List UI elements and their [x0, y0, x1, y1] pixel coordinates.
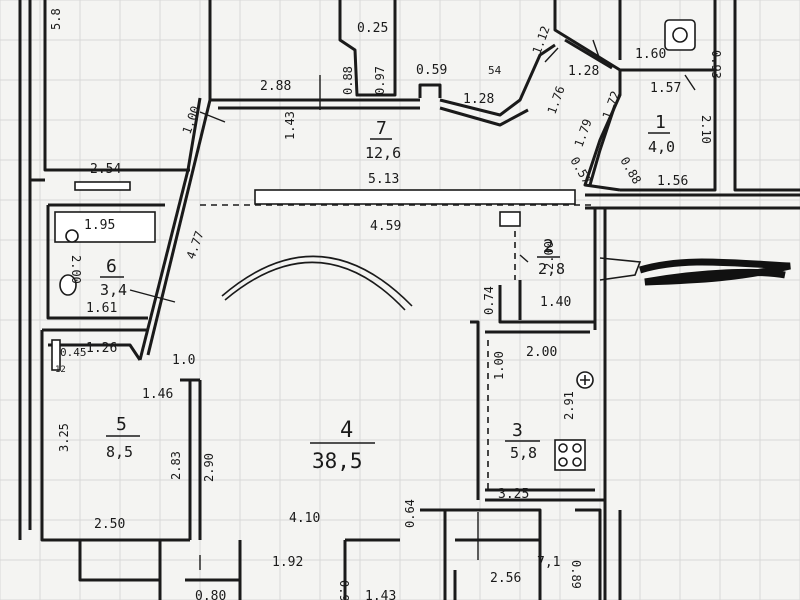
- svg-text:0.97: 0.97: [373, 66, 387, 95]
- svg-text:1.40: 1.40: [540, 295, 571, 310]
- svg-text:2.54: 2.54: [90, 162, 121, 177]
- walls: [18, 0, 800, 600]
- dashed-partitions: [200, 204, 595, 490]
- column-stub: [499, 211, 521, 227]
- svg-text:0.25: 0.25: [357, 21, 388, 36]
- svg-text:2.91: 2.91: [562, 391, 576, 420]
- svg-text:4: 4: [340, 418, 353, 443]
- room-7-label: 7 12,6: [365, 118, 401, 162]
- svg-text:0.93: 0.93: [709, 50, 723, 79]
- svg-text:2.50: 2.50: [94, 517, 125, 532]
- svg-text:1.76: 1.76: [545, 84, 568, 116]
- svg-text:2: 2: [543, 236, 554, 257]
- svg-text:1.28: 1.28: [463, 92, 494, 107]
- svg-text:2,8: 2,8: [538, 260, 565, 278]
- svg-text:0.74: 0.74: [482, 286, 496, 315]
- svg-text:1.46: 1.46: [142, 387, 173, 402]
- svg-text:1.28: 1.28: [568, 64, 599, 79]
- svg-text:0.89: 0.89: [569, 560, 583, 589]
- svg-text:6: 6: [106, 256, 117, 277]
- svg-text:7,1: 7,1: [537, 555, 560, 570]
- svg-text:1.26: 1.26: [86, 341, 117, 356]
- svg-text:4,0: 4,0: [648, 138, 675, 156]
- arch-arc: [224, 261, 406, 311]
- svg-text:8,5: 8,5: [106, 443, 133, 461]
- svg-text:7: 7: [376, 118, 387, 139]
- svg-text:2.10: 2.10: [699, 115, 713, 144]
- svg-text:2.00: 2.00: [526, 345, 557, 360]
- radiator-icon: [51, 339, 61, 371]
- svg-text:5,8: 5,8: [510, 444, 537, 462]
- svg-text:5.13: 5.13: [368, 172, 399, 187]
- toilet-icon: [59, 274, 77, 296]
- svg-text:1.0: 1.0: [172, 353, 195, 368]
- dimension-labels: 2.88 0.25 0.59 1.28 1.28 1.60 1.57 2.54 …: [55, 21, 688, 600]
- svg-text:38,5: 38,5: [312, 449, 363, 473]
- arch-arc-outer: [221, 255, 413, 307]
- dimension-labels-rotated: 5.8 0.88 0.97 1.43 1.12 1.76 0.93 1.72 1…: [49, 8, 723, 600]
- svg-text:5: 5: [116, 414, 127, 435]
- svg-text:0.80: 0.80: [195, 589, 226, 600]
- svg-text:1.57: 1.57: [650, 81, 681, 96]
- svg-text:5.8: 5.8: [49, 8, 63, 30]
- svg-text:0.59: 0.59: [416, 63, 447, 78]
- svg-text:1.95: 1.95: [84, 218, 115, 233]
- redaction-pointer: [599, 257, 642, 281]
- room-2-label: 2 2,8: [537, 236, 565, 278]
- redaction-scribble: [638, 258, 791, 286]
- washbasin-icon: [74, 181, 131, 191]
- svg-text:2.56: 2.56: [490, 571, 521, 586]
- svg-text:1.56: 1.56: [657, 174, 688, 189]
- svg-text:0.45: 0.45: [60, 346, 87, 359]
- room-5-label: 5 8,5: [106, 414, 140, 461]
- dimension-ticks: [129, 39, 696, 570]
- bathtub-icon: [54, 211, 156, 243]
- svg-text:3.25: 3.25: [57, 423, 71, 452]
- svg-text:2.00: 2.00: [542, 241, 556, 270]
- svg-text:1.43: 1.43: [283, 111, 297, 140]
- svg-text:12: 12: [55, 365, 66, 375]
- room-6-label: 6 3,4: [100, 256, 127, 299]
- svg-text:3,4: 3,4: [100, 281, 127, 299]
- svg-text:1: 1: [655, 112, 666, 133]
- svg-text:12,6: 12,6: [365, 144, 401, 162]
- svg-text:1.72: 1.72: [600, 89, 623, 121]
- svg-text:0.64: 0.64: [403, 499, 417, 528]
- svg-text:3: 3: [512, 420, 523, 441]
- svg-text:1.61: 1.61: [86, 301, 117, 316]
- svg-text:1.92: 1.92: [272, 555, 303, 570]
- room-3-label: 3 5,8: [505, 420, 540, 462]
- svg-text:0.91: 0.91: [337, 580, 351, 600]
- svg-text:1.60: 1.60: [635, 47, 666, 62]
- svg-text:2.90: 2.90: [202, 453, 216, 482]
- svg-text:4.10: 4.10: [289, 511, 320, 526]
- svg-text:2.83: 2.83: [169, 451, 183, 480]
- stove-icon: [554, 439, 586, 471]
- toilet-icon-top-right: [664, 19, 696, 51]
- svg-text:0.88: 0.88: [341, 66, 355, 95]
- svg-text:1.43: 1.43: [365, 589, 396, 600]
- kitchen-sink-icon: [576, 371, 594, 389]
- svg-text:3.25: 3.25: [498, 487, 529, 502]
- svg-text:1.79: 1.79: [572, 117, 595, 149]
- room-1-label: 1 4,0: [648, 112, 675, 156]
- room-4-label: 4 38,5: [310, 418, 375, 473]
- svg-text:1.00: 1.00: [492, 351, 506, 380]
- svg-text:4.77: 4.77: [184, 229, 207, 261]
- ceiling-beam: [254, 189, 576, 205]
- svg-text:2.88: 2.88: [260, 79, 291, 94]
- svg-text:2.00: 2.00: [69, 255, 83, 284]
- svg-text:4.59: 4.59: [370, 219, 401, 234]
- svg-text:54: 54: [488, 64, 502, 77]
